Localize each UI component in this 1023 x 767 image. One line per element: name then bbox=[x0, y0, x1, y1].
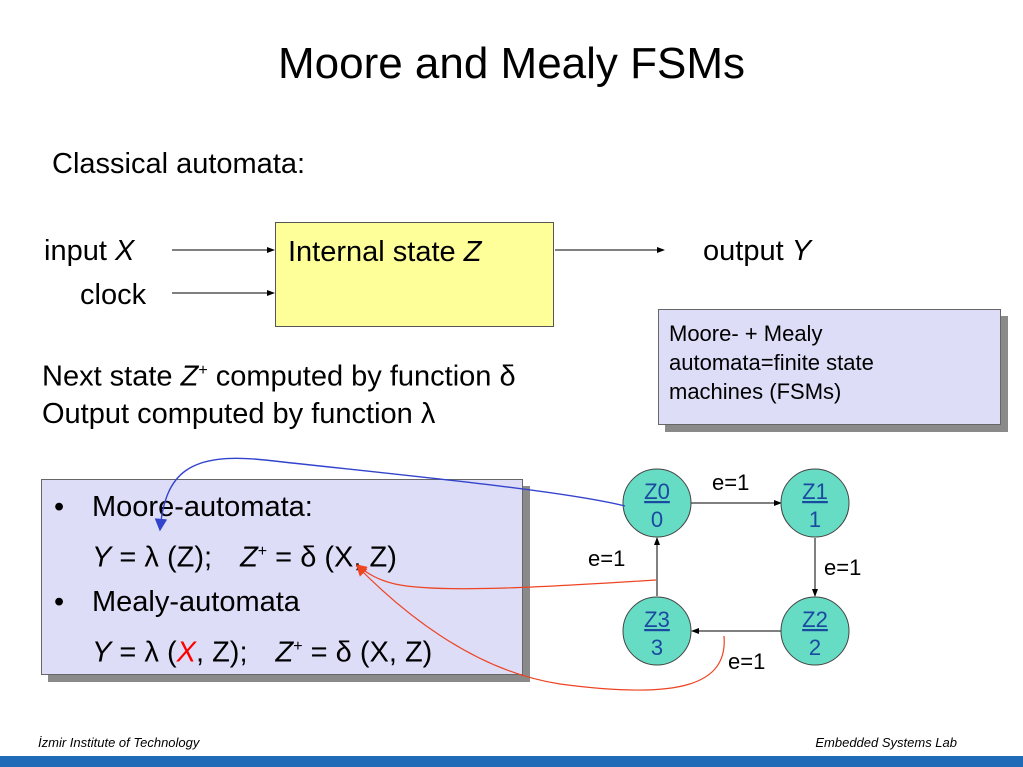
input-var: X bbox=[114, 235, 135, 267]
state-z2-name: Z2 bbox=[802, 607, 828, 632]
moore-bullet: • bbox=[54, 491, 65, 523]
mealy-x-highlight: X bbox=[176, 636, 196, 669]
state-z0-name: Z0 bbox=[644, 479, 670, 504]
output-label: output Y bbox=[703, 235, 812, 267]
fsm-note-box: Moore- + Mealy automata=finite state mac… bbox=[658, 309, 1001, 425]
moore-title: Moore-automata: bbox=[92, 491, 313, 523]
note-line: Moore- + Mealy bbox=[669, 321, 823, 346]
state-z1-name: Z1 bbox=[802, 479, 828, 504]
automata-box: • Moore-automata: Y = λ (Z);Z+ = δ (X, Z… bbox=[41, 479, 523, 675]
state-z2: Z2 2 bbox=[780, 596, 850, 666]
internal-state-label: Internal state Z bbox=[288, 236, 482, 268]
state-z1-output: 1 bbox=[809, 507, 821, 532]
footer-institution: İzmir Institute of Technology bbox=[38, 735, 200, 750]
edge-label-z0-z1: e=1 bbox=[712, 470, 749, 495]
state-z3: Z3 3 bbox=[622, 596, 692, 666]
clock-label: clock bbox=[80, 279, 147, 311]
mealy-equation: Y = λ (X, Z);Z+ = δ (X, Z) bbox=[92, 636, 433, 669]
blue-annotation-arrow bbox=[154, 457, 626, 532]
footer-bar bbox=[0, 756, 1023, 767]
state-z2-output: 2 bbox=[809, 635, 821, 660]
slide-subtitle: Classical automata: bbox=[52, 148, 306, 180]
footer-lab: Embedded Systems Lab bbox=[815, 735, 957, 750]
state-z3-output: 3 bbox=[651, 635, 663, 660]
state-z3-name: Z3 bbox=[644, 607, 670, 632]
mealy-bullet: • bbox=[54, 586, 65, 618]
state-z0: Z0 0 bbox=[622, 468, 692, 538]
lambda-symbol: λ bbox=[420, 398, 436, 430]
input-label: input X bbox=[44, 235, 135, 267]
state-z1: Z1 1 bbox=[780, 468, 850, 538]
slide-title: Moore and Mealy FSMs bbox=[277, 39, 746, 88]
mealy-title: Mealy-automata bbox=[92, 586, 300, 618]
next-state-line: Next state Z+ computed by function δ bbox=[42, 360, 516, 393]
note-line: machines (FSMs) bbox=[669, 379, 842, 404]
output-var: Y bbox=[791, 235, 812, 267]
edge-label-z3-z0: e=1 bbox=[588, 546, 625, 571]
red-annotation-arrow-lower bbox=[356, 565, 725, 691]
state-var: Z bbox=[463, 236, 482, 268]
edge-label-z1-z2: e=1 bbox=[824, 555, 861, 580]
internal-state-box: Internal state Z bbox=[275, 222, 554, 327]
delta-symbol: δ bbox=[499, 360, 516, 393]
red-annotation-arrow-upper bbox=[356, 564, 657, 590]
state-z0-output: 0 bbox=[651, 507, 663, 532]
note-line: automata=finite state bbox=[669, 350, 874, 375]
edge-label-z2-z3: e=1 bbox=[728, 649, 765, 674]
output-function-line: Output computed by function λ bbox=[42, 398, 436, 430]
